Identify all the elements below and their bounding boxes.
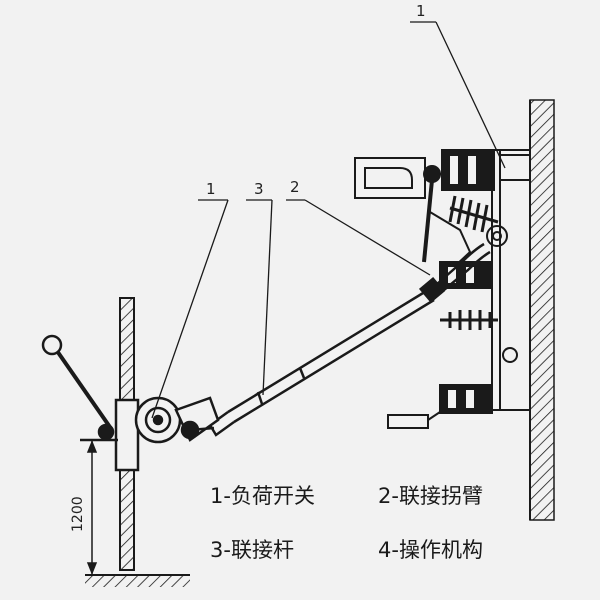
- ground: [85, 574, 190, 587]
- leader-lines: [151, 21, 506, 419]
- legend-item-load-switch: 1-负荷开关: [210, 484, 315, 508]
- callout-1-top: 1: [416, 2, 426, 20]
- operating-mechanism: [41, 334, 220, 472]
- callout-1-left: 1: [206, 180, 216, 198]
- legend-item-crank-arm: 2-联接拐臂: [378, 484, 483, 508]
- legend-item-operating-mechanism: 4-操作机构: [378, 538, 483, 562]
- load-switch: [354, 149, 508, 429]
- height-dimension-label: 1200: [70, 496, 86, 532]
- switch-frame: [491, 149, 531, 411]
- callout-3: 3: [254, 180, 264, 198]
- callout-2: 2: [290, 178, 300, 196]
- connecting-crank-arm: [418, 242, 491, 304]
- legend-item-connecting-rod: 3-联接杆: [210, 538, 294, 562]
- wall: [529, 99, 555, 521]
- connecting-rod: [208, 288, 435, 437]
- height-dimension: [82, 439, 104, 576]
